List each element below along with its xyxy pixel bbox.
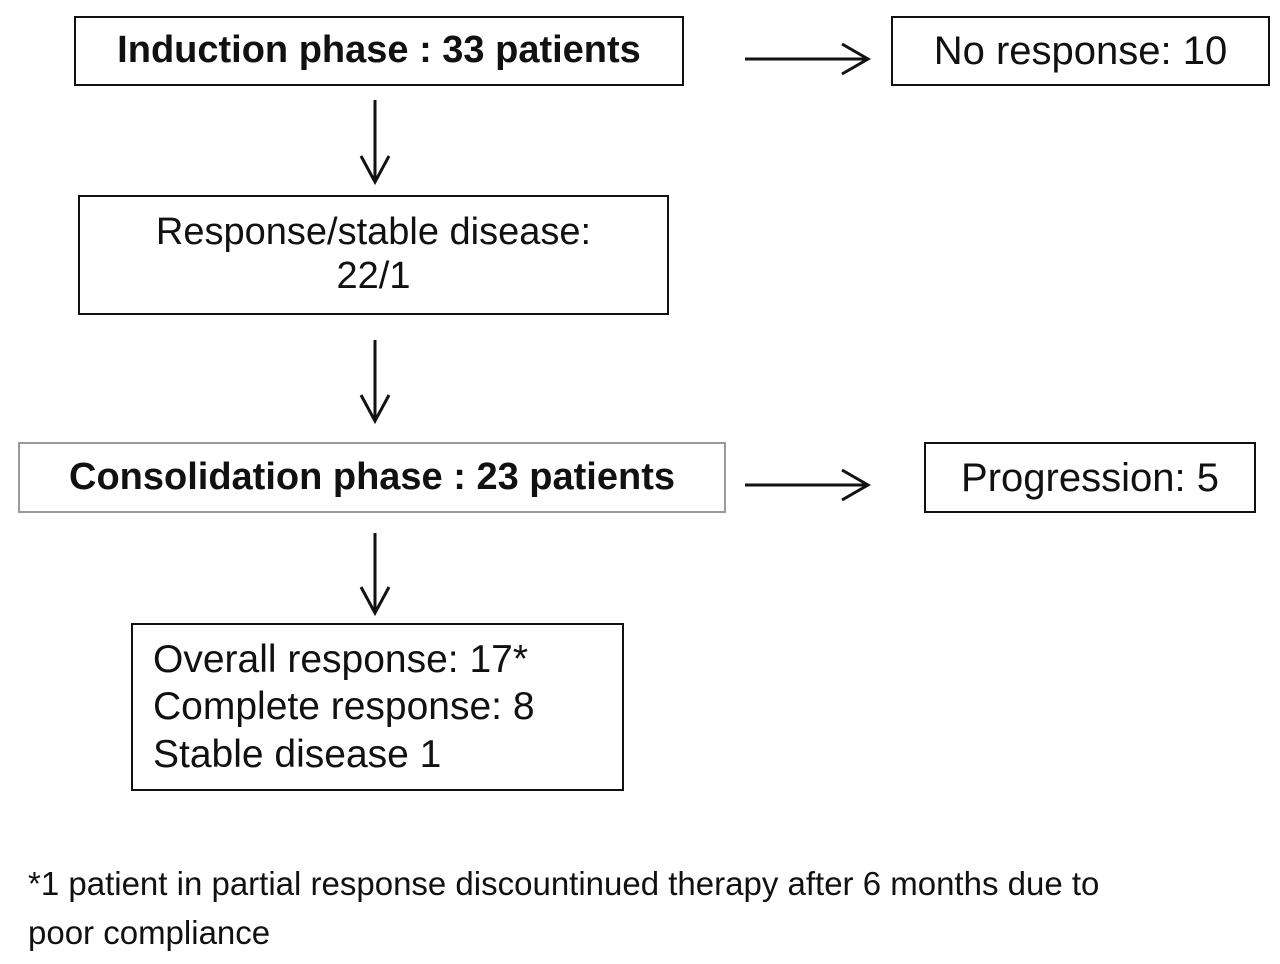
arrow-induction-to-response [359, 100, 391, 186]
arrow-induction-to-no-response [745, 42, 872, 76]
induction-phase-box: Induction phase : 33 patients [74, 16, 684, 86]
arrow-response-to-consolidation [359, 340, 391, 425]
consolidation-phase-box: Consolidation phase : 23 patients [18, 442, 726, 513]
no-response-box: No response: 10 [891, 16, 1270, 86]
progression-box: Progression: 5 [924, 442, 1256, 513]
footnote-line-1: *1 patient in partial response discounti… [28, 865, 1100, 902]
footnote: *1 patient in partial response discounti… [28, 860, 1228, 957]
arrow-consolidation-to-outcome [359, 533, 391, 617]
consolidation-phase-label: Consolidation phase : 23 patients [69, 455, 675, 498]
complete-response-label: Complete response: 8 [153, 685, 535, 729]
no-response-label: No response: 10 [933, 29, 1228, 73]
outcome-box: Overall response: 17* Complete response:… [131, 623, 624, 791]
stable-disease-label: Stable disease 1 [153, 732, 442, 776]
response-stable-value: 22/1 [336, 255, 411, 297]
progression-label: Progression: 5 [961, 455, 1219, 500]
induction-phase-label: Induction phase : 33 patients [117, 29, 641, 72]
arrow-consolidation-to-progression [745, 468, 872, 502]
response-stable-label: Response/stable disease: [155, 211, 592, 254]
overall-response-label: Overall response: 17* [153, 637, 529, 681]
response-stable-box: Response/stable disease: 22/1 [78, 195, 669, 315]
footnote-line-2: poor compliance [28, 913, 271, 951]
